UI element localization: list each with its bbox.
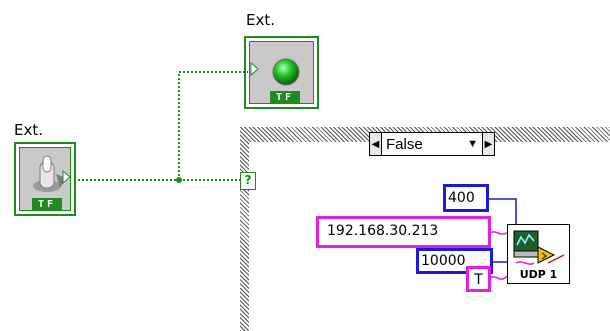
wire-ip: [489, 231, 516, 235]
switch-label: Ext.: [14, 121, 44, 139]
dropdown-icon[interactable]: ▼: [467, 138, 478, 150]
wire-400: [488, 198, 517, 236]
led-icon: [272, 58, 300, 86]
switch-control-terminal[interactable]: TF: [14, 142, 76, 216]
increment-arrow-icon[interactable]: ▶: [482, 133, 494, 155]
case-selector-value: False: [386, 135, 423, 153]
udp-subvi-icon: [513, 230, 565, 265]
constant-400[interactable]: 400: [443, 184, 489, 212]
constant-ip-address[interactable]: 192.168.30.213: [316, 216, 491, 248]
decrement-arrow-icon[interactable]: ◀: [370, 133, 382, 155]
wire-junction: [176, 177, 182, 183]
wire-true: [489, 271, 513, 280]
input-arrow-icon: [250, 62, 259, 76]
case-selector-terminal[interactable]: ?: [240, 172, 256, 190]
udp-subvi-label: UDP 1: [519, 268, 558, 281]
constant-true[interactable]: T: [466, 266, 491, 292]
switch-tf-tag: TF: [32, 198, 62, 211]
wire-node-to-led: [178, 71, 248, 180]
output-arrow-icon: [62, 170, 71, 184]
case-selector[interactable]: ◀ False ▼ ▶: [369, 132, 495, 156]
toggle-switch-icon: [33, 155, 66, 192]
led-label: Ext.: [246, 11, 276, 29]
switch-face: [19, 147, 71, 211]
udp-subvi[interactable]: UDP 1: [507, 224, 570, 284]
led-tf-tag: TF: [270, 91, 300, 104]
